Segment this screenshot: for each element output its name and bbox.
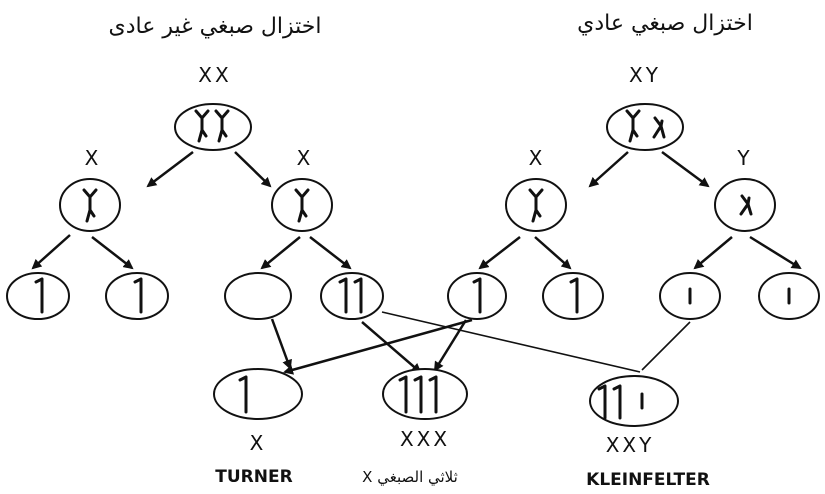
klinefelter-name: KLEINFELTER [586,470,710,490]
arrow [31,234,71,270]
turner-genotype-label: X [250,431,267,455]
klinefelter-cell [589,375,679,427]
germ-cell-1 [6,272,70,320]
arrow [234,151,272,188]
turner-name: TURNER [215,467,292,487]
male-gamete-left-label: X [529,146,546,170]
germ-cell-empty [224,272,292,320]
arrow [534,236,572,270]
arrow [361,321,422,374]
arrow [588,151,629,188]
triple-x-name: ثلاثي الصبغي X [362,468,458,487]
arrow [309,236,352,270]
arrow [749,235,802,270]
female-gamete-right-cell [271,178,333,232]
arrow [91,236,134,270]
normal-meiosis-title: اختزال صبغي عادي [577,11,753,36]
triple-x-cell [382,368,468,420]
germ-cell-x-male-2 [542,272,604,320]
arrow [661,150,710,188]
germ-cell-y-2 [758,272,820,320]
male-parent-cell [606,103,684,151]
female-gamete-left-cell [59,178,121,232]
germ-cell-x-male [447,272,507,320]
arrow [283,318,473,375]
female-gamete-right-label: X [297,146,314,170]
arrow [693,236,733,270]
male-gamete-right-cell [714,178,776,232]
female-parent-cell [174,103,252,151]
germ-cell-2 [105,272,169,320]
arrow [146,151,194,188]
arrow [270,318,292,370]
triple-x-genotype-label: XXX [400,427,450,451]
arrow [260,236,301,270]
male-gamete-left-cell [505,178,567,232]
female-parent-label: XX [198,63,231,87]
male-gamete-right-label: Y [736,146,752,170]
cross-line [641,321,691,371]
germ-cell-y-1 [659,272,721,320]
arrow [478,236,521,270]
klinefelter-genotype-label: XXY [606,433,655,457]
cross-line [381,311,641,373]
male-parent-label: XY [629,63,661,87]
female-gamete-left-label: X [85,146,102,170]
germ-cell-double-x [320,272,384,320]
abnormal-meiosis-title: اختزال صبغي غير عادى [109,14,322,39]
turner-cell [213,368,303,420]
arrow [433,319,468,372]
